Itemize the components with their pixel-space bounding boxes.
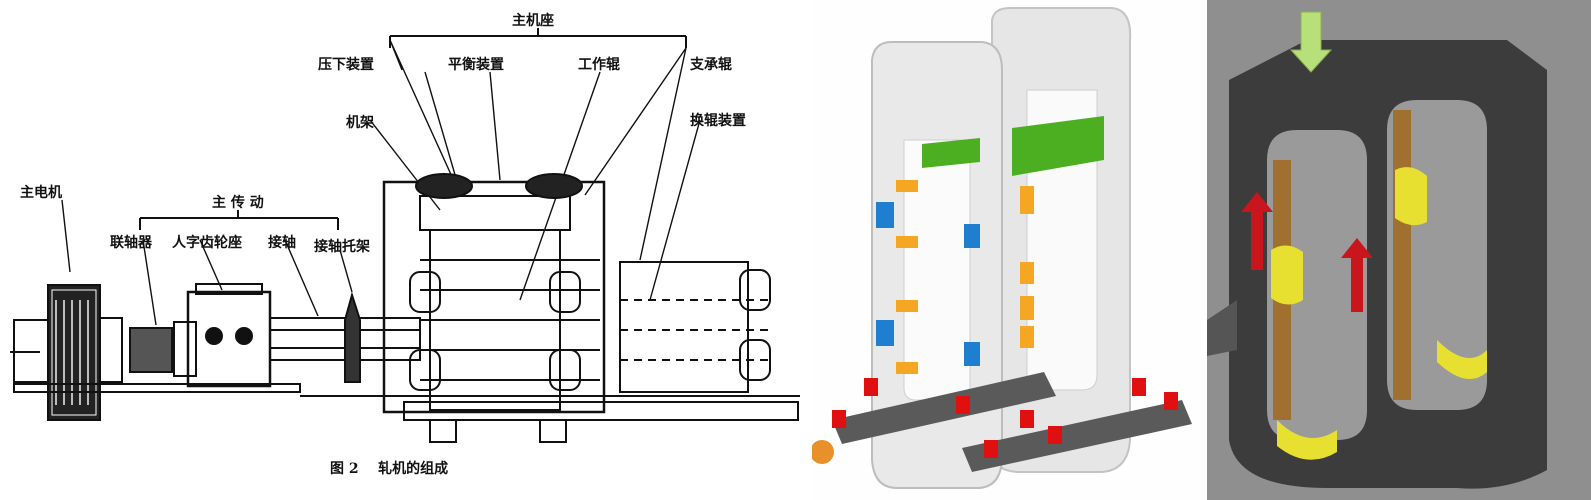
label-housing: 机架 — [346, 115, 374, 131]
label-spindle: 接轴 — [268, 235, 296, 251]
label-roll-change: 换辊装置 — [690, 113, 746, 129]
label-work-roll: 工作辊 — [578, 57, 620, 73]
label-balance: 平衡装置 — [448, 57, 504, 73]
label-spindle-carrier: 接轴托架 — [314, 239, 370, 255]
label-main-stand: 主机座 — [512, 13, 554, 29]
label-backup-roll: 支承辊 — [690, 57, 732, 73]
figure-caption: 图 2 轧机的组成 — [330, 461, 449, 477]
label-main-motor: 主电机 — [20, 185, 62, 201]
label-main-drive: 主 传 动 — [212, 195, 264, 211]
label-pinion-stand: 人字齿轮座 — [172, 235, 242, 251]
housing-3d-drawing — [812, 7, 1192, 489]
rolling-mill-schematic: 主机座 压下装置 平衡装置 工作辊 支承辊 机架 换辊装置 主电机 主 传 动 … — [10, 13, 800, 477]
label-coupling: 联轴器 — [110, 235, 152, 251]
label-screwdown: 压下装置 — [318, 57, 374, 73]
housing-3d-model — [812, 0, 1200, 500]
schematic-drawing — [10, 28, 800, 443]
housing-load-drawing — [1207, 0, 1591, 500]
housing-load-model — [1207, 0, 1591, 500]
